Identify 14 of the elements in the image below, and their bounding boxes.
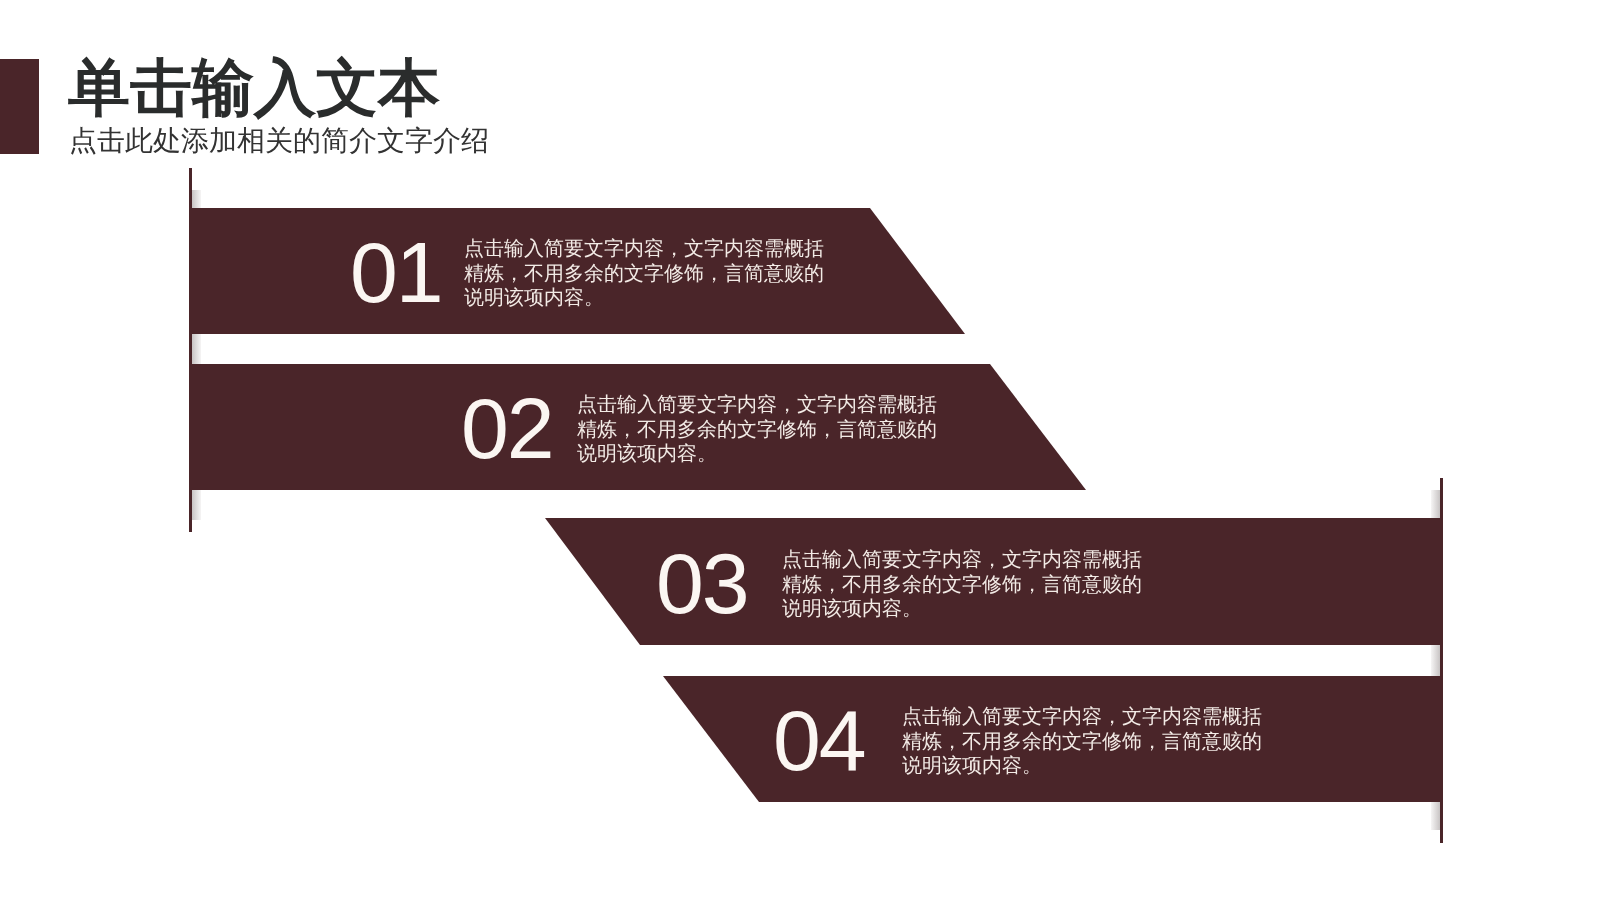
description-text: 点击输入简要文字内容，文字内容需概括精炼，不用多余的文字修饰，言简意赅的说明该项内容。 <box>464 236 825 310</box>
description-text: 点击输入简要文字内容，文字内容需概括精炼，不用多余的文字修饰，言简意赅的说明该项内容。 <box>577 392 938 466</box>
banner <box>663 676 1440 802</box>
banner <box>192 364 1086 490</box>
banner <box>192 208 965 334</box>
description-text: 点击输入简要文字内容，文字内容需概括精炼，不用多余的文字修饰，言简意赅的说明该项内容。 <box>782 547 1143 621</box>
step-number: 03 <box>656 539 748 627</box>
banner <box>545 518 1440 645</box>
subtitle: 点击此处添加相关的简介文字介绍 <box>69 124 489 158</box>
title: 单击输入文本 <box>68 52 440 124</box>
step-number: 01 <box>350 228 442 316</box>
step-number: 02 <box>461 384 553 472</box>
description-text: 点击输入简要文字内容，文字内容需概括精炼，不用多余的文字修饰，言简意赅的说明该项内容。 <box>902 704 1263 778</box>
step-number: 04 <box>773 696 865 784</box>
